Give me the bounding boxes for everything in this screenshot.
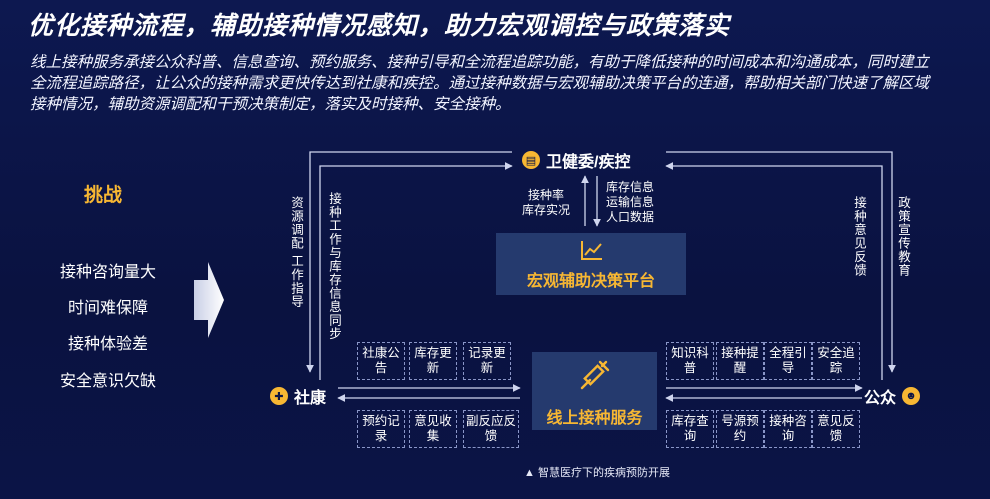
flow-label-right-inner: 接种意见反馈 [852,196,866,277]
flow-label-left-outer: 资源调配 工作指导 [289,196,303,309]
syringe-icon [580,360,610,390]
decision-platform: 宏观辅助决策平台 [496,233,686,295]
info-box: 库存查询 [666,410,714,448]
building-icon: ▤ [522,151,540,169]
clinic-icon: ✚ [270,387,288,405]
challenge-title: 挑战 [84,185,123,206]
description: 线上接种服务承接公众科普、信息查询、预约服务、接种引导和全流程追踪功能，有助于降… [30,54,930,113]
info-box: 接种提醒 [716,342,764,380]
flow-label-right-outer: 政策宣传教育 [896,196,910,277]
figure-caption: ▲ 智慧医疗下的疾病预防开展 [524,467,670,479]
flow-label-left-inner: 接种工作与库存信息同步 [327,192,341,341]
node-label: 社康 [294,390,327,407]
info-box: 意见反馈 [812,410,860,448]
info-box: 号源预约 [716,410,764,448]
info-box: 预约记录 [357,410,405,448]
info-box: 副反应反馈 [463,410,519,448]
info-box: 接种咨询 [764,410,812,448]
info-box: 记录更新 [463,342,511,380]
page-title: 优化接种流程，辅助接种情况感知，助力宏观调控与政策落实 [28,12,731,40]
challenge-item: 安全意识欠缺 [59,373,156,390]
info-box: 全程引导 [764,342,812,380]
platform-label: 宏观辅助决策平台 [526,273,655,290]
challenge-item: 时间难保障 [67,300,148,317]
node-community-health: ✚ 社康 [270,384,326,408]
node-label: 公众 [864,390,897,407]
info-box: 库存更新 [409,342,457,380]
online-vaccination-service: 线上接种服务 [532,352,657,430]
info-box: 社康公告 [357,342,405,380]
people-icon: ☻ [902,387,921,405]
node-label: 卫健委/疾控 [546,154,631,171]
service-label: 线上接种服务 [546,410,643,427]
info-box: 知识科普 [666,342,714,380]
info-box: 安全追踪 [812,342,860,380]
line-chart-icon [581,241,602,260]
flow-label-up: 接种率 库存实况 [522,188,571,217]
challenge-item: 接种体验差 [67,336,148,353]
challenge-item: 接种咨询量大 [59,264,156,281]
info-box: 意见收集 [409,410,457,448]
flow-label-down: 库存信息 运输信息 人口数据 [606,180,655,224]
node-public: 公众 ☻ [864,384,921,408]
node-health-commission: ▤ 卫健委/疾控 [522,148,630,172]
right-arrow-icon [194,262,224,338]
